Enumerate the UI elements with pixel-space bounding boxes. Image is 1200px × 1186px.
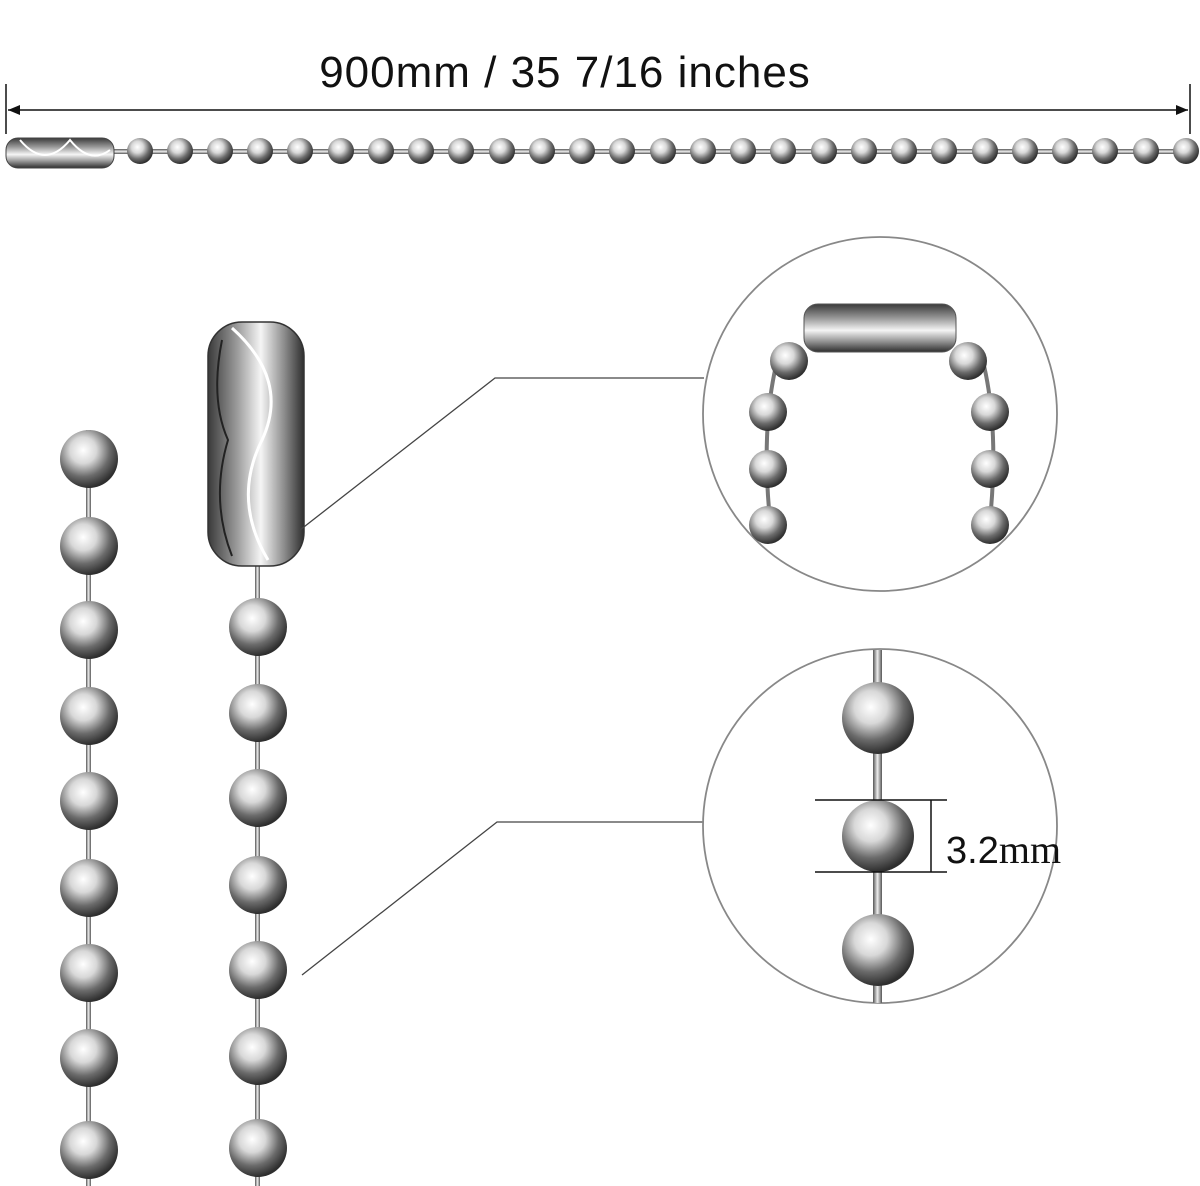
clasp-vertical <box>207 321 305 567</box>
clasp-horizontal <box>5 137 115 169</box>
bead-diameter-label: 3.2mm <box>946 826 1061 873</box>
callout-leaders <box>299 377 704 976</box>
connector-closeup-callout <box>702 236 1058 592</box>
length-label: 900mm / 35 7/16 inches <box>319 48 811 97</box>
bead-size-callout <box>702 648 1058 1004</box>
left-vertical-chain <box>60 430 118 1186</box>
dimension-line <box>5 84 1191 134</box>
right-vertical-chain <box>207 321 305 1186</box>
bead-diameter-value: 3.2 <box>946 830 999 872</box>
horizontal-chain <box>5 137 1199 169</box>
bead-measure-marker <box>815 799 947 873</box>
bead-diameter-unit: mm <box>998 827 1062 872</box>
